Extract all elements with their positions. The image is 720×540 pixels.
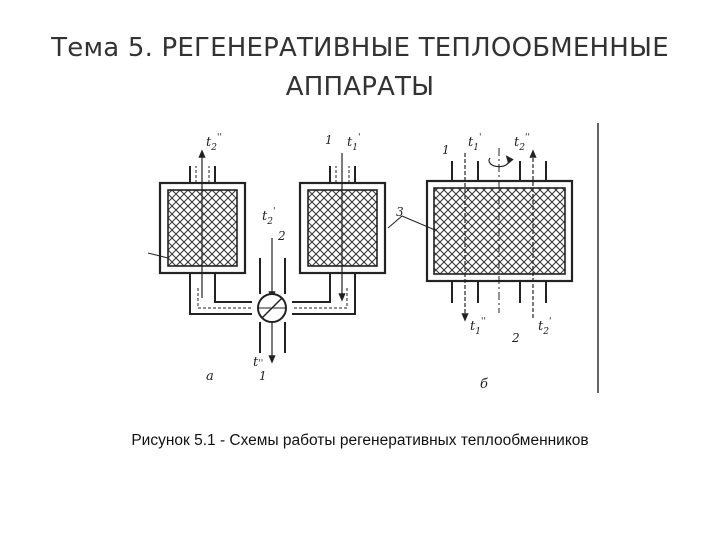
switching-valve: [257, 293, 287, 323]
rotary-regenerator: [425, 148, 574, 313]
label-b-t2-out: t2'': [514, 133, 530, 153]
label-a-t1-in: t1': [347, 133, 360, 153]
label-a-t2-out: t2'': [206, 133, 222, 153]
diagram-a: t2'' 1 t1' t2' 2 t'' 1 а: [147, 133, 387, 384]
label-b-2: 2: [511, 331, 520, 345]
pointer-a-left: [147, 252, 169, 259]
label-a-caption: а: [206, 369, 214, 384]
label-b-t1-out: t1'': [470, 317, 486, 337]
connecting-ducts: [189, 238, 356, 364]
label-a-t1-out: t'': [253, 355, 263, 370]
diagram-b: 3 1 t1' t2'' t1'' t2' 2 б: [387, 123, 599, 393]
label-a-1: 1: [325, 133, 333, 147]
label-b-1: 1: [442, 143, 450, 157]
callout-3-line: [387, 215, 436, 231]
slide-title-line1: Тема 5. РЕГЕНЕРАТИВНЫЕ ТЕПЛООБМЕННЫЕ: [51, 33, 669, 63]
callout-3: 3: [396, 205, 404, 219]
regenerator-schematic: t2'' 1 t1' t2' 2 t'' 1 а: [147, 123, 599, 393]
label-a-1-bottom: 1: [259, 369, 267, 383]
figure-caption: Рисунок 5.1 - Схемы работы регенеративны…: [131, 432, 589, 449]
label-b-t1-in: t1': [468, 133, 481, 153]
label-b-t2-in: t2': [538, 317, 551, 337]
label-a-t2-in: t2': [262, 207, 275, 227]
label-a-2: 2: [277, 229, 286, 243]
label-b-caption: б: [480, 377, 488, 392]
slide-title-line2: АППАРАТЫ: [285, 72, 435, 102]
